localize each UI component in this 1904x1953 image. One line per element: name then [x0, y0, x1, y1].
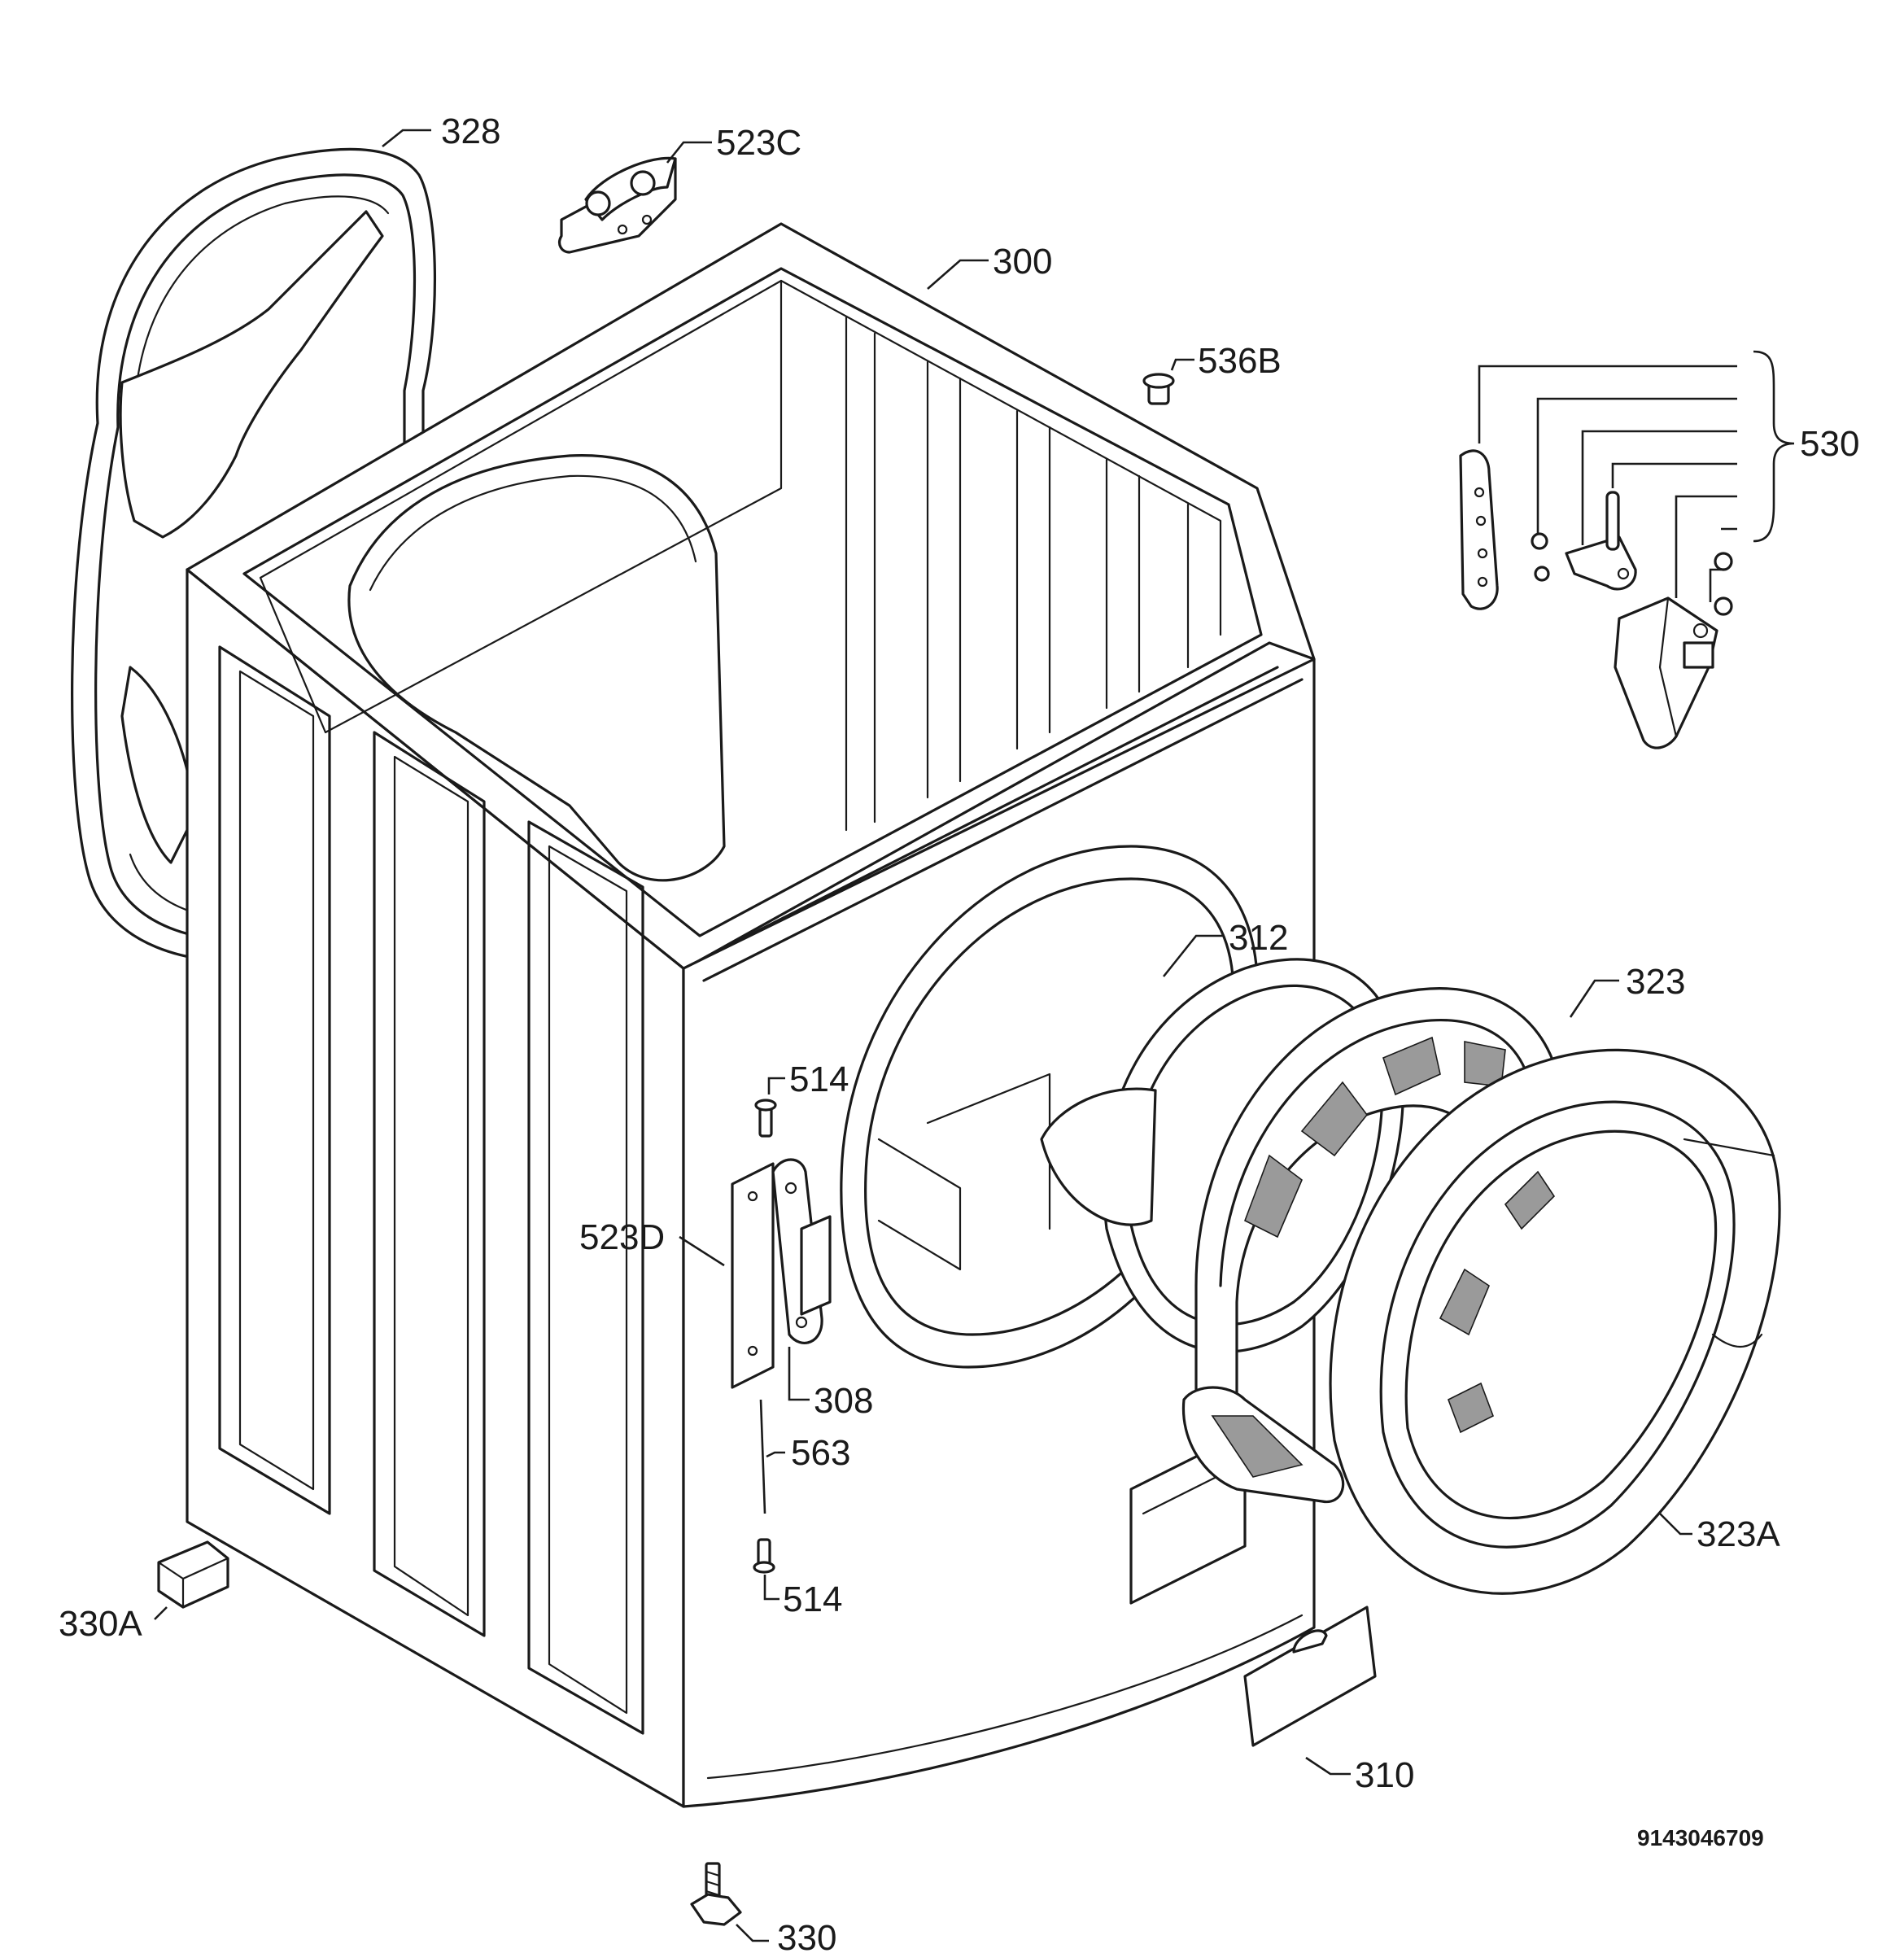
label-323: 323: [1626, 962, 1685, 1002]
label-330A: 330A: [59, 1604, 142, 1644]
part-523C-clip: [558, 156, 677, 254]
part-563-rod: [759, 1399, 766, 1514]
leader-lines: [154, 129, 1692, 1942]
part-330-foot: [690, 1862, 742, 1926]
label-310: 310: [1355, 1755, 1414, 1795]
label-523D: 523D: [579, 1217, 665, 1257]
part-323A-outer-ring: [1329, 1048, 1781, 1595]
label-300: 300: [993, 242, 1052, 282]
label-312: 312: [1229, 918, 1288, 958]
label-323A: 323A: [1697, 1514, 1780, 1554]
label-514-top: 514: [789, 1060, 849, 1099]
part-523D-plate: [731, 1162, 775, 1389]
part-514-screw-bottom: [753, 1538, 775, 1574]
label-308: 308: [814, 1381, 873, 1421]
part-514-screw-top: [754, 1099, 777, 1138]
part-536B-plug: [1142, 373, 1175, 405]
part-310-flap: [1243, 1606, 1377, 1747]
part-323-inner-frame: [1181, 987, 1564, 1504]
label-530: 530: [1800, 424, 1859, 464]
label-328: 328: [441, 111, 500, 151]
label-330: 330: [777, 1918, 836, 1953]
label-563: 563: [791, 1433, 850, 1473]
drawing-number: 9143046709: [1637, 1825, 1764, 1850]
part-330A-foot-cap: [157, 1540, 229, 1609]
part-labels: 328 523C 300 536B 530 312 323 514 523D 3…: [59, 111, 1859, 1953]
part-308-door-lock: [771, 1158, 832, 1344]
part-530-hinge-kit: [1459, 350, 1795, 749]
part-300-cabinet: [186, 222, 1316, 1808]
label-514-bottom: 514: [783, 1579, 842, 1619]
label-523C: 523C: [716, 123, 801, 163]
label-536B: 536B: [1198, 341, 1282, 381]
